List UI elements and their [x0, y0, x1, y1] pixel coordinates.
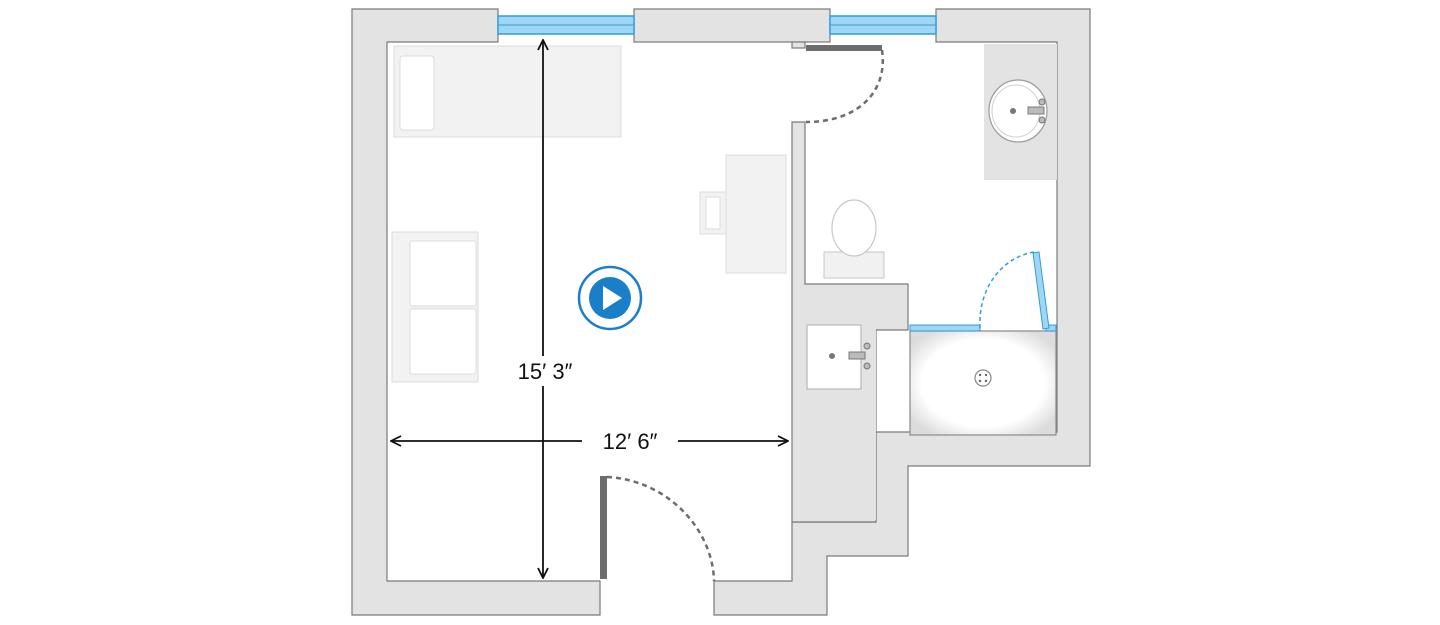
wall-stub [791, 41, 806, 49]
height-dimension-label: 15′ 3″ [518, 359, 573, 384]
entry-door-leaf [600, 476, 607, 579]
desk [725, 154, 787, 274]
bath-door-leaf [806, 45, 882, 51]
doors [600, 45, 885, 582]
furniture [391, 45, 787, 383]
shower-drain [974, 369, 992, 387]
pillow [399, 55, 435, 131]
shower-door [1032, 251, 1050, 330]
wall-top-middle [633, 8, 831, 43]
bath-fixtures [806, 79, 1057, 436]
chair-back [705, 196, 721, 230]
width-dimension-label: 12′ 6″ [603, 429, 658, 454]
play-icon [603, 286, 622, 310]
play-button[interactable] [577, 265, 643, 331]
shower-door-swing [979, 251, 1035, 329]
windows [497, 15, 937, 35]
height-label-bg [505, 356, 581, 386]
sofa-cushion-bottom [409, 308, 477, 375]
bath-door-swing [805, 49, 885, 124]
toilet-bowl [831, 199, 877, 257]
shower-glass [909, 324, 981, 332]
sofa-cushion-top [409, 240, 477, 307]
entry-door-swing [606, 475, 716, 582]
dimension-lines [391, 40, 788, 578]
